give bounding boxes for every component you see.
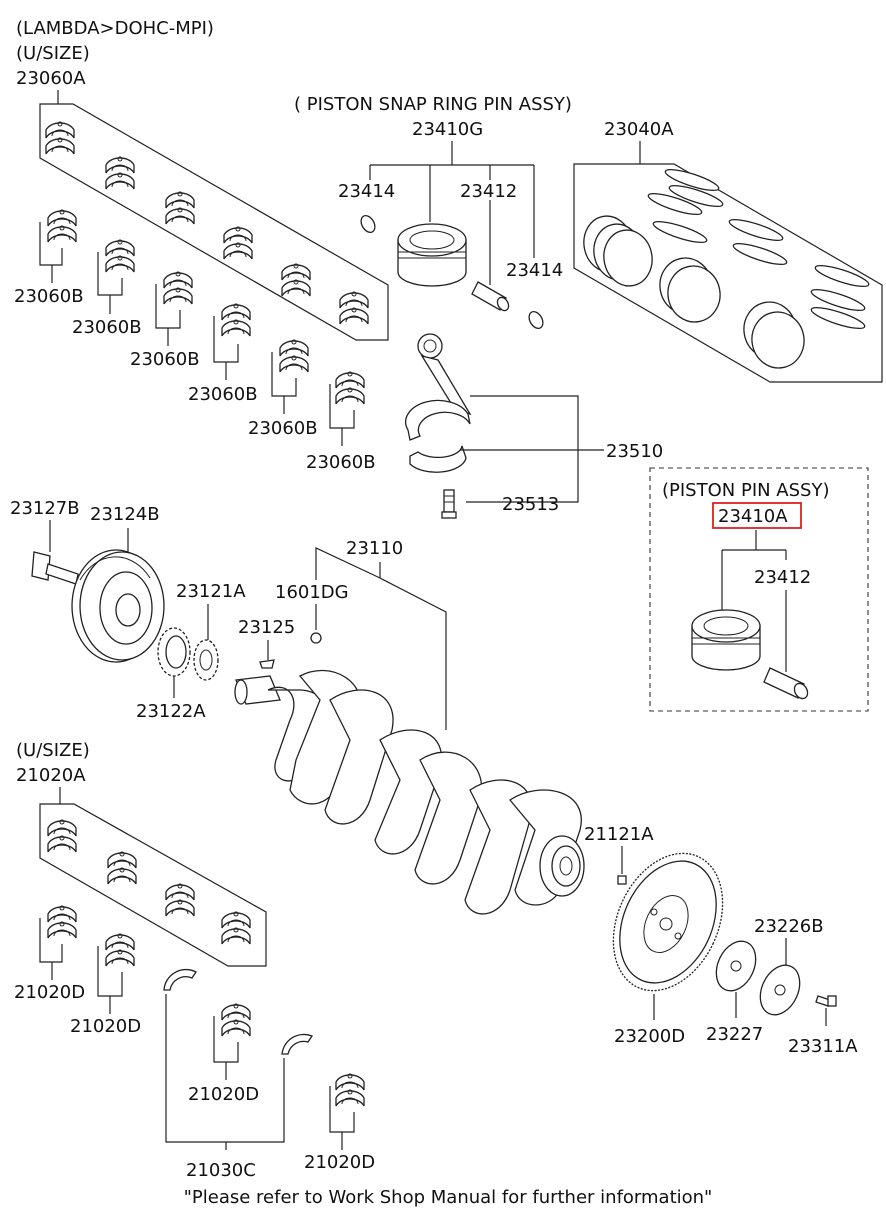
bearing-shell-23060B-1	[39, 210, 76, 283]
bearing-shell-23060B-5	[271, 340, 308, 414]
usize-bottom-label: (U/SIZE)	[16, 740, 90, 761]
dowel-21121A	[617, 875, 627, 885]
connecting-rod-23510	[405, 333, 472, 473]
piston-pin-assy-label: (PISTON PIN ASSY)	[662, 480, 830, 501]
part-23060B-label-6[interactable]: 23060B	[306, 452, 376, 473]
part-21121A-label[interactable]: 21121A	[584, 824, 654, 845]
part-23200D-label[interactable]: 23200D	[614, 1026, 685, 1047]
part-23060B-label-1[interactable]: 23060B	[14, 286, 84, 307]
bearing-shell-21020D-2	[97, 934, 134, 1014]
pulley-bolt-23127B	[31, 551, 79, 585]
part-21020D-label-2[interactable]: 21020D	[70, 1016, 141, 1037]
thrust-washers-21030C	[163, 968, 313, 1055]
part-23410A-label[interactable]: 23410A	[718, 506, 788, 527]
part-23127B-label[interactable]: 23127B	[10, 498, 80, 519]
piston-pin-23412	[471, 281, 510, 312]
adapter-plate-23227	[715, 940, 757, 992]
ring-set-23040A-frame	[573, 163, 883, 383]
snap-ring-23414-1	[360, 214, 376, 234]
bearing-shell-23060B-6	[329, 372, 364, 446]
part-23226B-label[interactable]: 23226B	[754, 916, 824, 937]
part-23513-label[interactable]: 23513	[502, 494, 559, 515]
footer-note: "Please refer to Work Shop Manual for fu…	[184, 1187, 713, 1208]
timing-sprocket-23121A	[193, 639, 219, 681]
bearing-set-23060A-frame	[39, 103, 389, 341]
part-23414-label-2[interactable]: 23414	[506, 260, 563, 281]
plate-23226B	[759, 964, 801, 1016]
part-23121A-label[interactable]: 23121A	[176, 581, 246, 602]
snap-ring-23414-2	[528, 310, 544, 330]
part-23125-label[interactable]: 23125	[238, 617, 295, 638]
part-23040A-label[interactable]: 23040A	[604, 119, 674, 140]
part-23414-label-1[interactable]: 23414	[338, 181, 395, 202]
part-23122A-label[interactable]: 23122A	[136, 701, 206, 722]
bearing-shell-21020D-4	[329, 1074, 364, 1150]
bearing-set-21020A-frame	[39, 803, 267, 967]
part-23227-label[interactable]: 23227	[706, 1024, 763, 1045]
part-23060B-label-5[interactable]: 23060B	[248, 418, 318, 439]
part-23110-label[interactable]: 23110	[346, 538, 403, 559]
part-21020D-label-1[interactable]: 21020D	[14, 982, 85, 1003]
part-23410G-label[interactable]: 23410G	[412, 119, 483, 140]
part-23412-label-2[interactable]: 23412	[754, 567, 811, 588]
part-21020D-label-3[interactable]: 21020D	[188, 1084, 259, 1105]
part-23412-label-1[interactable]: 23412	[460, 181, 517, 202]
key-23125	[259, 659, 275, 669]
damper-pulley-23124B	[71, 549, 165, 663]
part-23311A-label[interactable]: 23311A	[788, 1036, 858, 1057]
highlight-23410A	[712, 502, 802, 529]
part-23060B-label-2[interactable]: 23060B	[72, 317, 142, 338]
piston-23410G	[397, 223, 467, 287]
bolt-23311A	[815, 995, 837, 1007]
bearing-shell-21020D-1	[39, 906, 76, 980]
part-23060B-label-4[interactable]: 23060B	[188, 384, 258, 405]
part-23510-label[interactable]: 23510	[606, 441, 663, 462]
piston-pin-23412-b	[763, 667, 809, 700]
pin-1601DG	[310, 632, 322, 644]
engine-label: (LAMBDA>DOHC-MPI)	[16, 18, 214, 39]
bearing-shell-21020D-3	[213, 1004, 250, 1080]
crankshaft-23110	[234, 669, 585, 915]
part-23124B-label[interactable]: 23124B	[90, 504, 160, 525]
piston-snap-ring-assy-label: ( PISTON SNAP RING PIN ASSY)	[294, 94, 572, 115]
part-23060B-label-3[interactable]: 23060B	[130, 349, 200, 370]
bearing-shell-23060B-4	[213, 304, 250, 380]
part-21030C-label[interactable]: 21030C	[186, 1160, 256, 1181]
usize-top-label: (U/SIZE)	[16, 43, 90, 64]
bearing-shells-23060A	[46, 122, 368, 324]
piston-23410A	[691, 609, 761, 671]
bearing-shell-23060B-3	[155, 272, 192, 346]
bearing-shell-23060B-2	[97, 240, 134, 314]
part-23060A-label[interactable]: 23060A	[16, 68, 86, 89]
part-1601DG-label[interactable]: 1601DG	[275, 582, 349, 603]
sprocket-23122A	[157, 627, 191, 677]
piston-rings-23040A	[583, 168, 870, 369]
bearing-shells-21020A	[48, 820, 250, 944]
part-21020A-label[interactable]: 21020A	[16, 765, 86, 786]
rod-bolt-23513	[441, 489, 457, 519]
drive-plate-23200D	[612, 852, 724, 992]
piston-pin-assy-box	[649, 467, 869, 712]
part-21020D-label-4[interactable]: 21020D	[304, 1152, 375, 1173]
